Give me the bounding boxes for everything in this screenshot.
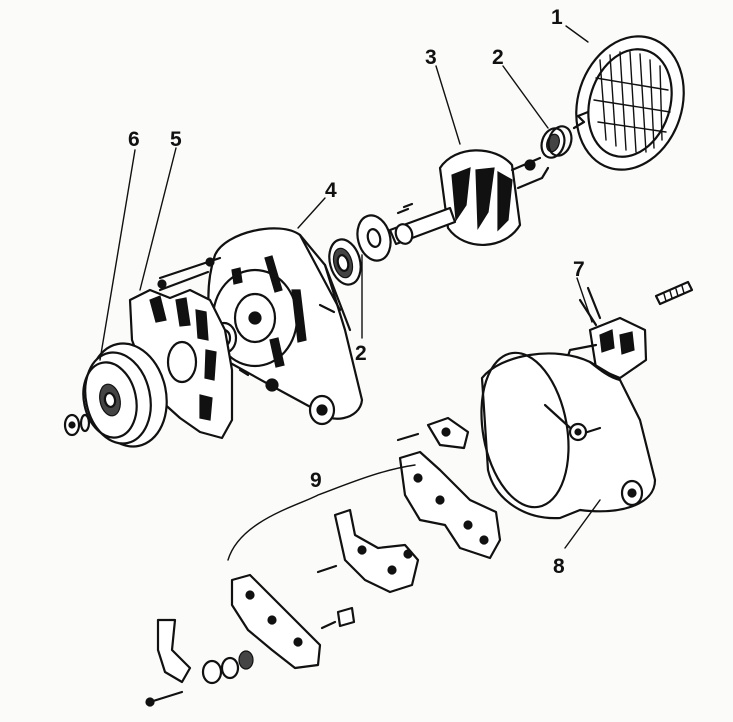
part-8-rear-housing — [480, 351, 657, 520]
callout-labels: 1 2 3 4 5 6 7 8 9 2 — [128, 6, 585, 578]
leader-lines — [99, 25, 601, 561]
callout-6: 6 — [128, 128, 140, 151]
part-9-rectifier — [145, 416, 502, 707]
part-2-bearing-front — [328, 214, 392, 286]
part-2-bearing-rear — [540, 125, 573, 159]
callout-5: 5 — [170, 128, 182, 151]
callout-1: 1 — [551, 6, 563, 29]
callout-3: 3 — [425, 46, 437, 69]
part-1-stator — [572, 35, 685, 171]
part-3-rotor — [388, 149, 550, 246]
callout-2-lower: 2 — [355, 342, 367, 365]
callout-7: 7 — [573, 258, 585, 281]
callout-8: 8 — [553, 555, 565, 578]
callout-9: 9 — [310, 469, 322, 492]
callout-4: 4 — [325, 179, 337, 202]
part-6-pulley — [63, 342, 168, 448]
callout-2-upper: 2 — [492, 46, 504, 69]
